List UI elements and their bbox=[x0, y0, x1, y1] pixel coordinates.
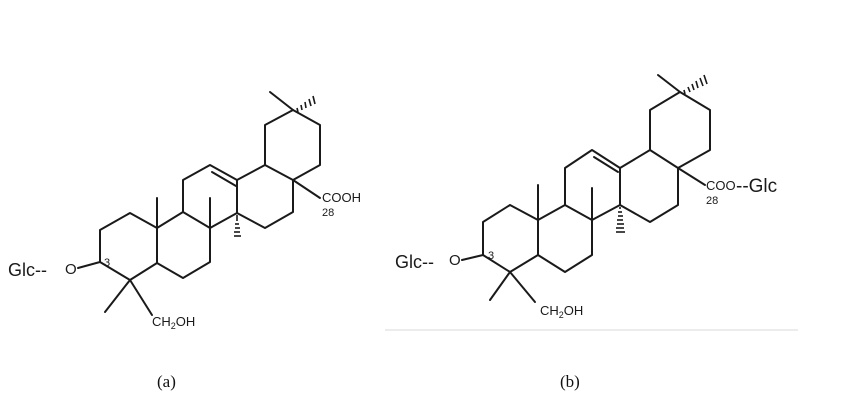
glc-right-label: --Glc bbox=[736, 176, 777, 197]
caption-b: (b) bbox=[560, 372, 580, 391]
ch2oh-label: CH2OH bbox=[152, 314, 195, 331]
oxygen-label-b: O bbox=[449, 252, 461, 269]
caption-a: (a) bbox=[157, 372, 176, 391]
position-28-label-b: 28 bbox=[706, 195, 718, 207]
oxygen-label: O bbox=[65, 261, 77, 278]
hashed-wedges-b bbox=[616, 74, 708, 233]
structure-a: Glc-- O 3 COOH 28 CH2OH bbox=[8, 91, 361, 331]
glc-left-label-b: Glc-- bbox=[395, 252, 434, 272]
skeleton-bonds-a bbox=[77, 91, 321, 316]
position-3-label-b: 3 bbox=[488, 250, 494, 262]
coo-label: COO bbox=[706, 178, 736, 193]
ch2oh-label-b: CH2OH bbox=[540, 303, 583, 320]
cooh-label: COOH bbox=[322, 190, 361, 205]
position-28-label: 28 bbox=[322, 207, 334, 219]
glc-left-label: Glc-- bbox=[8, 260, 47, 280]
skeleton-bonds-b bbox=[461, 74, 711, 303]
structure-b: Glc-- O 3 COO --Glc 28 CH2OH bbox=[385, 74, 798, 331]
position-3-label: 3 bbox=[104, 257, 110, 269]
hashed-wedges-a bbox=[234, 95, 316, 237]
